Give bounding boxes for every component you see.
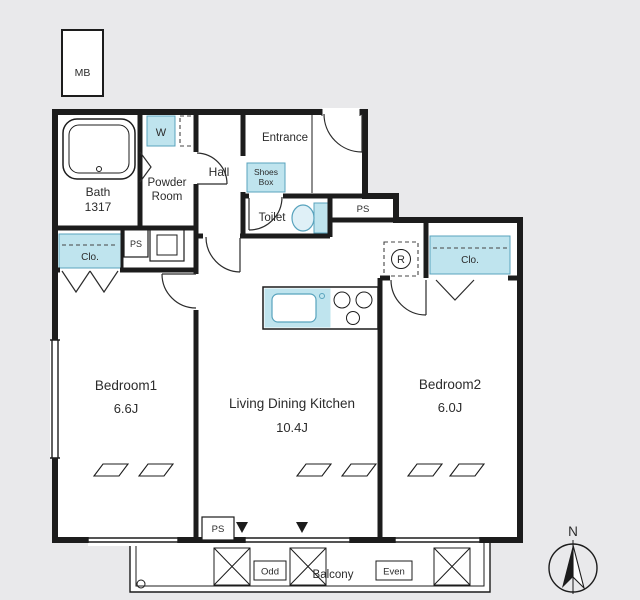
- even-tag: Even: [383, 567, 405, 578]
- water-heater-box: [149, 228, 185, 262]
- compass-circle: [548, 543, 598, 593]
- odd-tag-box: [253, 560, 287, 581]
- marker-triangle: [296, 522, 308, 533]
- window-bedroom1-south: [87, 534, 179, 546]
- sash-marks: [92, 463, 486, 477]
- pipe-space-bottom: PS: [201, 516, 235, 541]
- meter-box-label: MB: [75, 67, 91, 79]
- odd-tag: Odd: [261, 567, 279, 578]
- balcony-drain: [136, 579, 146, 589]
- sink-icon: [271, 293, 317, 323]
- closet-right-label: Clo.: [461, 255, 479, 266]
- bath-folding-door: [139, 151, 152, 183]
- closet-left: Clo.: [58, 233, 122, 269]
- compass-north-label: N: [568, 524, 578, 539]
- shoes-box-label-1: Shoes: [254, 167, 278, 177]
- toilet-icon: [291, 202, 329, 234]
- bedroom2-label: Bedroom2: [419, 377, 481, 392]
- bedroom1-label: Bedroom1: [95, 378, 157, 393]
- pipe-space-left: PS: [123, 228, 149, 258]
- even-tag-box: [375, 560, 413, 581]
- entrance-door: [321, 108, 363, 153]
- pipe-space-bottom-label: PS: [212, 524, 225, 535]
- ldk-label: Living Dining Kitchen: [229, 396, 355, 411]
- window-bedroom1-left: [50, 339, 60, 459]
- washer-label: W: [156, 127, 167, 139]
- compass-needle-dark: [562, 545, 573, 588]
- shoes-box-label-2: Box: [259, 177, 274, 187]
- exterior-wall: [52, 109, 523, 543]
- closet-right: Clo.: [429, 235, 511, 275]
- compass: N: [548, 524, 598, 594]
- entrance-label: Entrance: [262, 132, 308, 144]
- powder-room-label-1: Powder: [148, 177, 187, 189]
- kitchen-counter: [262, 286, 379, 330]
- bedroom1-size: 6.6J: [114, 401, 139, 416]
- ldk-size: 10.4J: [276, 420, 308, 435]
- meter-box: MB: [61, 29, 104, 97]
- bath-size: 1317: [85, 200, 112, 214]
- window-bedroom2-south: [394, 534, 481, 546]
- bedroom2-door: [390, 279, 427, 316]
- refrigerator-space: R: [383, 241, 419, 277]
- compass-needle-light: [572, 544, 586, 590]
- bedroom2-size: 6.0J: [438, 400, 463, 415]
- shoes-box: Shoes Box: [246, 162, 286, 193]
- marker-triangle: [236, 522, 248, 533]
- balcony-hatch-box: [289, 547, 327, 586]
- closet-right-doors: [435, 279, 475, 301]
- balcony-hatch-box: [433, 547, 471, 586]
- closet-left-doors: [61, 270, 119, 294]
- interior-walls: [55, 112, 520, 540]
- hall-label: Hall: [209, 165, 230, 179]
- stove-icon: [333, 291, 373, 325]
- closet-left-label: Clo.: [81, 252, 99, 263]
- hall-ldk-door: [205, 236, 241, 273]
- bath-label: Bath: [86, 185, 111, 199]
- balcony-hatch-box: [213, 547, 251, 586]
- refrigerator-label: R: [397, 254, 405, 266]
- powder-room-door: [196, 152, 228, 185]
- bathtub-icon: [62, 118, 136, 180]
- window-ldk-south: [244, 534, 351, 546]
- pipe-space-left-label: PS: [130, 239, 142, 249]
- balcony-label: Balcony: [313, 569, 354, 581]
- toilet-door: [248, 196, 283, 231]
- toilet-label: Toilet: [259, 212, 287, 224]
- pipe-space-top-label: PS: [357, 204, 370, 215]
- bedroom1-door: [161, 273, 197, 309]
- balcony: Odd Even Balcony: [129, 543, 491, 593]
- powder-room-label-2: Room: [152, 191, 183, 203]
